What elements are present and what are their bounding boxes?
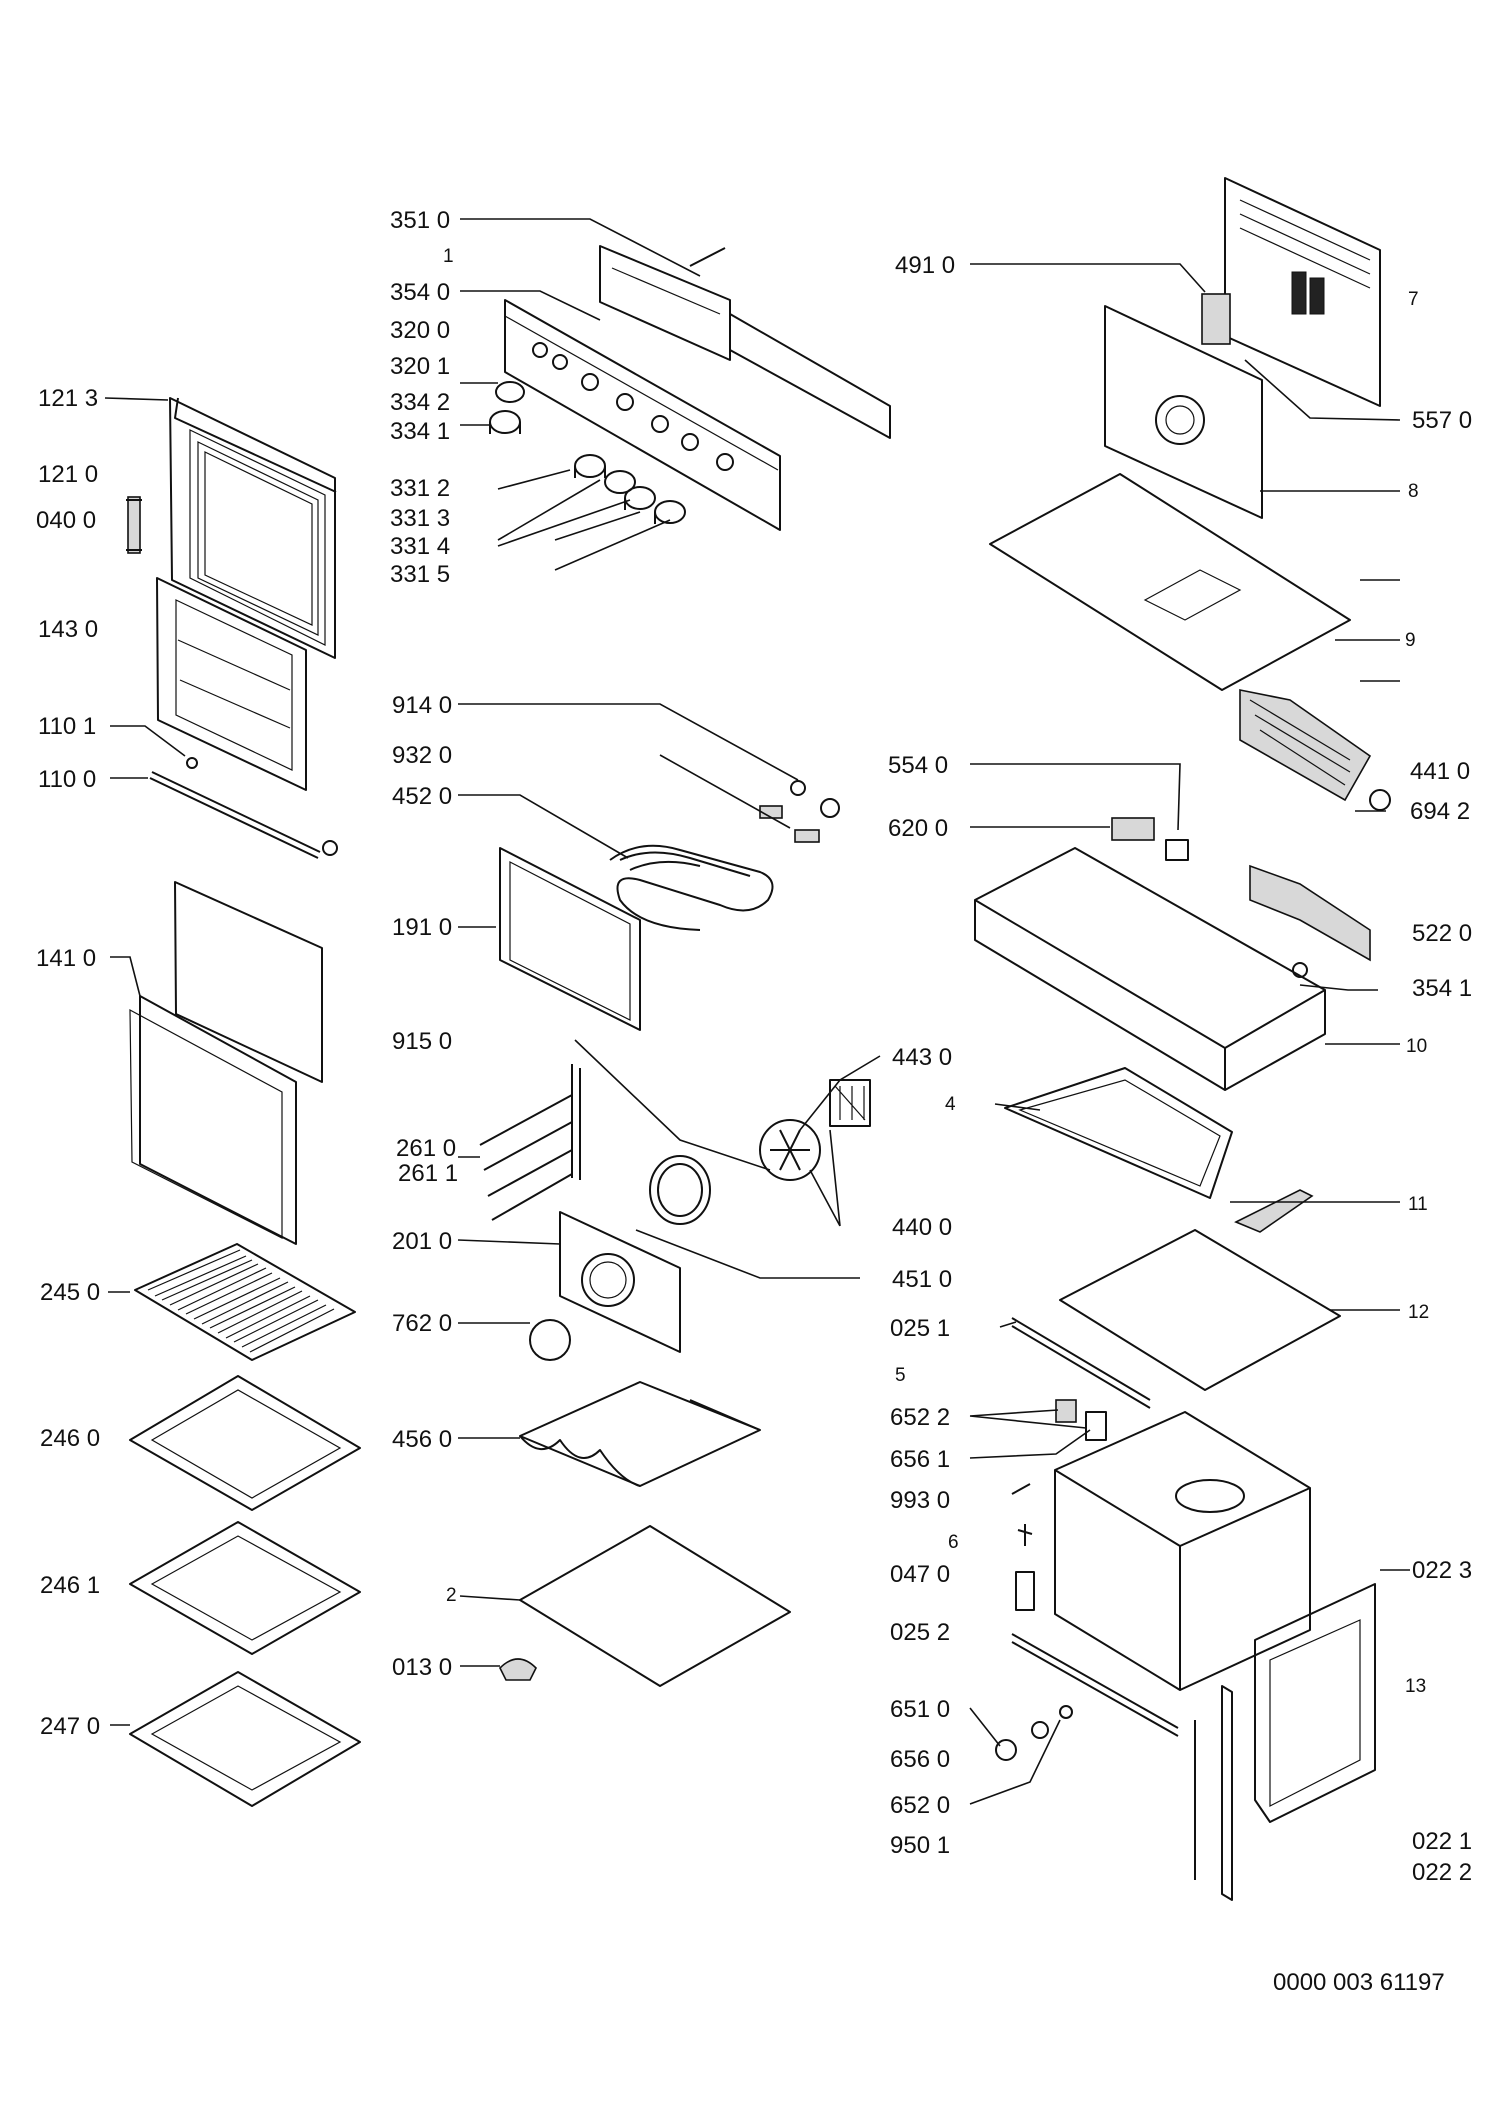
- label-351-0: 351 0: [390, 207, 450, 234]
- label-443-0: 443 0: [892, 1044, 952, 1071]
- label-121-0: 121 0: [38, 461, 98, 488]
- label-656-1: 656 1: [890, 1446, 950, 1473]
- label-247-0: 247 0: [40, 1713, 100, 1740]
- label-456-0: 456 0: [392, 1426, 452, 1453]
- label-246-1: 246 1: [40, 1572, 100, 1599]
- door-assembly: [126, 397, 338, 1245]
- label-993-0: 993 0: [890, 1487, 950, 1514]
- label-025-2: 025 2: [890, 1619, 950, 1646]
- label-013-0: 013 0: [392, 1654, 452, 1681]
- label-9: 9: [1405, 630, 1416, 651]
- label-915-0: 915 0: [392, 1028, 452, 1055]
- label-261-0: 261 0: [396, 1135, 456, 1162]
- label-11: 11: [1408, 1194, 1428, 1215]
- label-261-1: 261 1: [398, 1160, 458, 1187]
- label-246-0: 246 0: [40, 1425, 100, 1452]
- label-4: 4: [945, 1094, 956, 1115]
- label-331-3: 331 3: [390, 505, 450, 532]
- label-440-0: 440 0: [892, 1214, 952, 1241]
- label-10: 10: [1406, 1036, 1427, 1057]
- label-047-0: 047 0: [890, 1561, 950, 1588]
- label-331-5: 331 5: [390, 561, 450, 588]
- label-191-0: 191 0: [392, 914, 452, 941]
- label-7: 7: [1408, 289, 1419, 310]
- racks-and-trays: [129, 1243, 361, 1807]
- control-panel-assembly: [489, 245, 891, 531]
- label-141-0: 141 0: [36, 945, 96, 972]
- label-652-0: 652 0: [890, 1792, 950, 1819]
- leader-lines: [104, 218, 1410, 1805]
- label-022-1: 022 1: [1412, 1828, 1472, 1855]
- label-554-0: 554 0: [888, 752, 948, 779]
- label-201-0: 201 0: [392, 1228, 452, 1255]
- rear-and-top-assembly: [974, 177, 1391, 1901]
- label-331-4: 331 4: [390, 533, 450, 560]
- label-8: 8: [1408, 481, 1419, 502]
- label-441-0: 441 0: [1410, 758, 1470, 785]
- label-354-1: 354 1: [1412, 975, 1472, 1002]
- label-110-0: 110 0: [38, 766, 96, 793]
- label-652-2: 652 2: [890, 1404, 950, 1431]
- label-5: 5: [895, 1365, 906, 1386]
- part-labels: 351 0 1 354 0 320 0 320 1 334 2 334 1 33…: [36, 207, 1472, 1996]
- label-694-2: 694 2: [1410, 798, 1470, 825]
- label-452-0: 452 0: [392, 783, 452, 810]
- label-334-1: 334 1: [390, 418, 450, 445]
- label-331-2: 331 2: [390, 475, 450, 502]
- document-number: 0000 003 61197: [1273, 1969, 1445, 1996]
- label-025-1: 025 1: [890, 1315, 950, 1342]
- label-950-1: 950 1: [890, 1832, 950, 1859]
- label-656-0: 656 0: [890, 1746, 950, 1773]
- label-6: 6: [948, 1532, 959, 1553]
- label-932-0: 932 0: [392, 742, 452, 769]
- label-2: 2: [446, 1585, 457, 1606]
- label-1: 1: [443, 246, 454, 267]
- label-354-0: 354 0: [390, 279, 450, 306]
- label-320-0: 320 0: [390, 317, 450, 344]
- label-12: 12: [1408, 1302, 1429, 1323]
- label-110-1: 110 1: [38, 713, 96, 740]
- label-121-3: 121 3: [38, 385, 98, 412]
- label-762-0: 762 0: [392, 1310, 452, 1337]
- label-320-1: 320 1: [390, 353, 450, 380]
- label-451-0: 451 0: [892, 1266, 952, 1293]
- label-491-0: 491 0: [895, 252, 955, 279]
- label-245-0: 245 0: [40, 1279, 100, 1306]
- label-022-3: 022 3: [1412, 1557, 1472, 1584]
- label-522-0: 522 0: [1412, 920, 1472, 947]
- label-040-0: 040 0: [36, 507, 96, 534]
- label-914-0: 914 0: [392, 692, 452, 719]
- label-651-0: 651 0: [890, 1696, 950, 1723]
- label-620-0: 620 0: [888, 815, 948, 842]
- label-557-0: 557 0: [1412, 407, 1472, 434]
- label-022-2: 022 2: [1412, 1859, 1472, 1886]
- label-13: 13: [1405, 1676, 1426, 1697]
- heating-elements: [479, 780, 871, 1687]
- label-334-2: 334 2: [390, 389, 450, 416]
- label-143-0: 143 0: [38, 616, 98, 643]
